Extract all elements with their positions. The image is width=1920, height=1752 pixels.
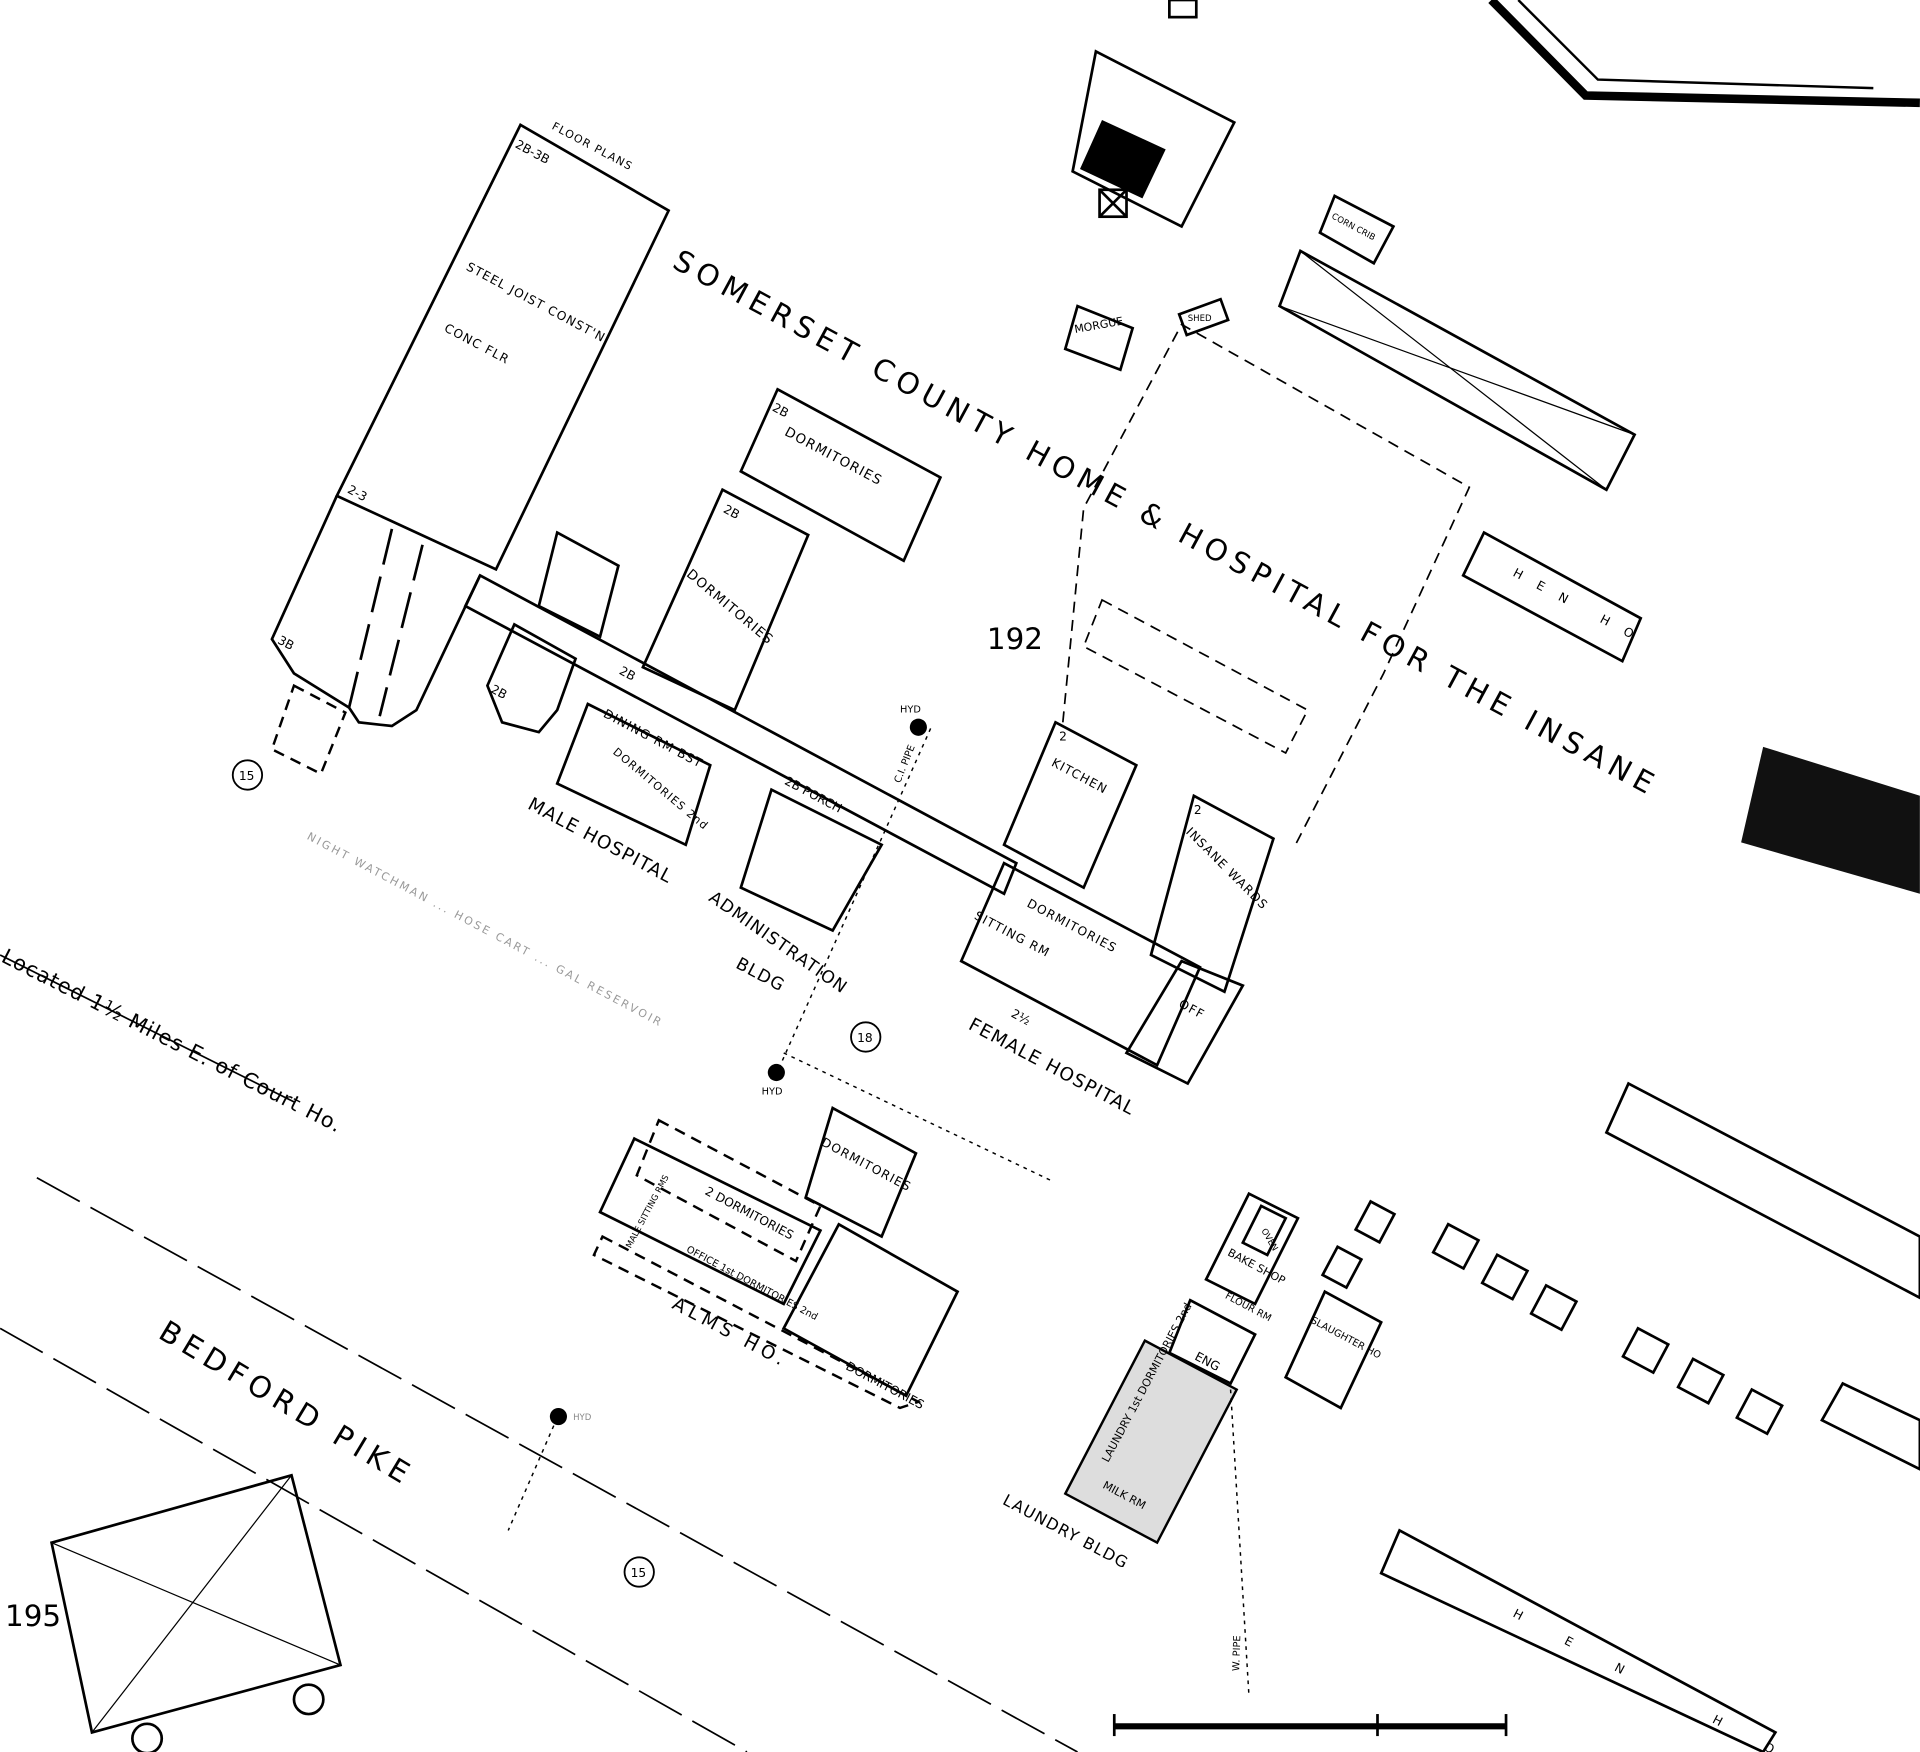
- label-female-hospital: FEMALE HOSPITAL: [965, 1014, 1139, 1120]
- building-laundry: [1063, 1191, 1383, 1545]
- hydrant: HYD: [549, 1407, 592, 1426]
- coops: [1320, 1199, 1784, 1436]
- hydrant: HYD: [762, 1063, 785, 1098]
- story-label: 2B: [488, 682, 509, 702]
- label-dining: DINING RM BST: [601, 707, 705, 771]
- story-label: 2: [1059, 730, 1067, 744]
- story-label: 2B-3B: [513, 137, 552, 167]
- building-alms-house: [592, 1106, 960, 1410]
- story-label: 2B: [770, 400, 791, 420]
- circle-number: 15: [631, 1566, 647, 1580]
- street-name: BEDFORD PIKE: [153, 1314, 420, 1493]
- label-flour-rm: FLOUR RM: [1223, 1291, 1273, 1325]
- label-admin-bldg: BLDG: [732, 954, 788, 996]
- story-label: 3B: [275, 633, 296, 653]
- hydrant-circle: 15: [623, 1556, 655, 1588]
- story-label: 2: [1194, 803, 1202, 817]
- label-corn-crib: CORN CRIB: [1330, 212, 1377, 243]
- hydrant-circle: 15: [231, 759, 264, 791]
- label-male-sitting: MALE SITTING RMS: [624, 1174, 671, 1251]
- label-conc-flr: CONC FLR: [442, 321, 512, 367]
- label-kitchen: KITCHEN: [1049, 755, 1110, 796]
- building-steel-joist: [270, 122, 671, 776]
- story-label: 2B: [721, 502, 742, 522]
- map-title: SOMERSET COUNTY HOME & HOSPITAL FOR THE …: [668, 243, 1665, 803]
- boundary-line: [1168, 0, 1920, 108]
- building-female-hospital: [959, 720, 1276, 1086]
- water-pipes: [507, 728, 1250, 1696]
- building-right: [1277, 194, 1920, 1752]
- label-slaughter-house: SLAUGHTER HO: [1309, 1315, 1383, 1361]
- building-top: [1063, 49, 1237, 372]
- label-morgue: MORGUE: [1073, 315, 1124, 336]
- label-hen-house: HEN HO: [1511, 566, 1651, 650]
- label-alms-house: ALMS HO.: [669, 1293, 792, 1372]
- label-ci-pipe: C.I. PIPE: [893, 744, 918, 785]
- story-label: 2B: [617, 664, 638, 684]
- block-number: 195: [5, 1599, 61, 1633]
- hydrant-label: HYD: [573, 1413, 592, 1423]
- block-number: 192: [987, 622, 1043, 656]
- label-steel-joist: STEEL JOIST CONST'N: [464, 260, 608, 345]
- label-male-hospital: MALE HOSPITAL: [524, 794, 676, 888]
- building-dormitories-north: [641, 387, 943, 712]
- hydrant-label: HYD: [762, 1087, 783, 1098]
- hydrant: HYD: [900, 705, 927, 736]
- building-administration: [739, 787, 884, 933]
- label-office: OFF: [1177, 997, 1208, 1022]
- label-insane-wards: INSANE WARDS: [1183, 825, 1271, 913]
- building-block-195: [49, 1473, 343, 1752]
- hydrant-label: HYD: [900, 705, 921, 716]
- yard-outline: [1061, 297, 1471, 846]
- label-dormitories: 2 DORMITORIES: [703, 1184, 796, 1243]
- building-corridor: [463, 573, 1019, 896]
- label-shed: SHED: [1188, 314, 1212, 324]
- label-dormitories: DORMITORIES: [782, 425, 885, 489]
- label-bake-shop: BAKE SHOP: [1225, 1246, 1287, 1287]
- building-male-hospital: [485, 530, 712, 847]
- circle-number: 18: [857, 1031, 873, 1045]
- scale-bar: [1112, 1714, 1508, 1737]
- road-bedford-pike: [0, 954, 1078, 1752]
- story-label: 2½: [1009, 1006, 1033, 1028]
- location-note: Located 1½ Miles E. of Court Ho.: [0, 944, 347, 1138]
- night-watchman-note: NIGHT WATCHMAN ... HOSE CART ... GAL RES…: [305, 830, 666, 1030]
- circle-number: 15: [239, 769, 255, 783]
- label-dormitories: DORMITORIES: [683, 567, 776, 648]
- hydrant-circle: 18: [850, 1021, 882, 1053]
- label-w-pipe: W. PIPE: [1231, 1635, 1243, 1671]
